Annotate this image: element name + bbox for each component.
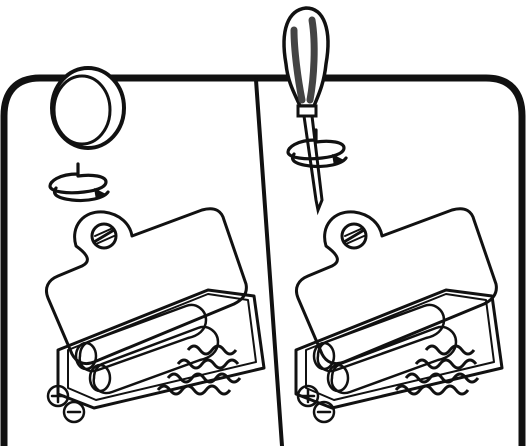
battery-compartment: [58, 290, 264, 408]
battery-compartment: [296, 290, 502, 408]
left-panel: [46, 68, 264, 422]
screwdriver-icon: [284, 8, 328, 210]
polarity-marks: [48, 386, 84, 422]
coin-icon: [52, 68, 124, 148]
battery-cover: [296, 209, 496, 364]
rotate-arrow-icon: [50, 164, 108, 201]
panel-divider: [256, 80, 282, 446]
polarity-marks: [298, 386, 334, 422]
battery-cover: [46, 209, 246, 364]
right-panel: [284, 8, 502, 422]
